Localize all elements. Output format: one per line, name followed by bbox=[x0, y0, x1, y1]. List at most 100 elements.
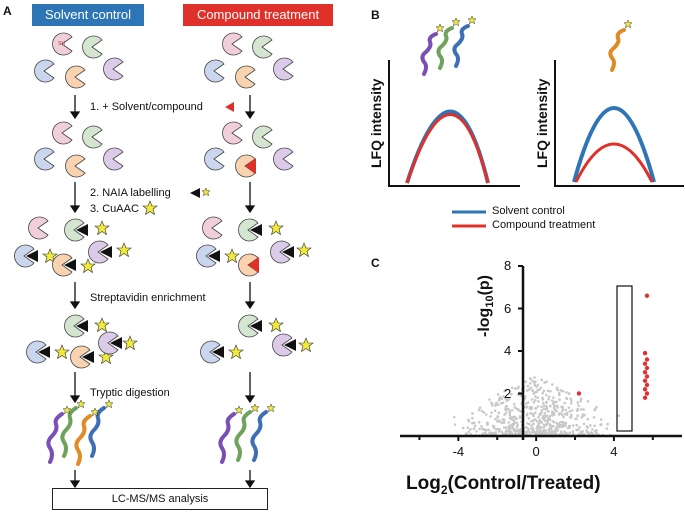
background-point bbox=[482, 428, 486, 432]
background-point bbox=[549, 424, 553, 428]
background-point bbox=[532, 430, 536, 433]
background-point bbox=[586, 417, 590, 421]
background-point bbox=[577, 404, 580, 407]
background-point bbox=[527, 430, 531, 434]
background-point bbox=[528, 377, 532, 380]
background-point bbox=[482, 411, 486, 414]
background-point bbox=[536, 429, 539, 433]
volcano-xlabel: Log2(Control/Treated) bbox=[406, 473, 601, 497]
background-point bbox=[558, 412, 561, 416]
background-point bbox=[540, 405, 543, 409]
background-point bbox=[516, 387, 520, 390]
significant-point bbox=[644, 293, 650, 298]
background-point bbox=[494, 427, 498, 431]
background-point bbox=[585, 425, 589, 428]
background-point bbox=[542, 414, 545, 418]
background-point bbox=[571, 432, 575, 435]
protein-pacman-group-3 bbox=[34, 121, 124, 178]
background-point bbox=[542, 423, 546, 426]
background-point bbox=[527, 427, 530, 431]
background-point bbox=[490, 411, 493, 414]
background-point bbox=[524, 380, 527, 384]
background-point bbox=[510, 386, 514, 390]
background-point bbox=[531, 388, 534, 392]
background-point bbox=[564, 431, 567, 435]
background-point bbox=[550, 383, 554, 386]
significant-point bbox=[644, 382, 650, 388]
y-tick-label: 8 bbox=[504, 258, 512, 273]
solvent-control-header: Solvent control bbox=[32, 4, 144, 26]
background-point bbox=[542, 407, 546, 410]
background-point bbox=[557, 393, 561, 397]
background-point bbox=[477, 408, 481, 412]
background-point bbox=[533, 398, 537, 402]
background-point bbox=[480, 409, 484, 413]
step-solvent-compound: 1. + Solvent/compound bbox=[90, 101, 203, 113]
background-point bbox=[541, 396, 544, 400]
background-point bbox=[576, 414, 579, 418]
significant-point bbox=[642, 387, 648, 392]
background-point bbox=[578, 425, 581, 429]
background-point bbox=[494, 403, 498, 406]
x-tick-label: 0 bbox=[532, 444, 540, 459]
background-point bbox=[542, 418, 546, 421]
background-point bbox=[586, 400, 590, 403]
panel-c-letter: C bbox=[371, 256, 380, 270]
panel-b-letter: B bbox=[371, 8, 380, 22]
naia-probe-icon bbox=[190, 188, 200, 198]
background-point bbox=[502, 432, 505, 436]
compound-treatment-header: Compound treatment bbox=[183, 4, 333, 26]
background-point bbox=[539, 425, 542, 429]
background-point bbox=[591, 428, 594, 431]
background-point bbox=[513, 405, 517, 409]
step-cuaac: 3. CuAAC bbox=[90, 203, 139, 215]
background-point bbox=[472, 427, 476, 431]
background-point bbox=[552, 405, 556, 409]
background-point bbox=[547, 428, 550, 431]
background-point bbox=[496, 414, 500, 418]
background-point bbox=[561, 421, 565, 424]
background-point bbox=[535, 420, 539, 423]
background-point bbox=[599, 418, 603, 421]
background-point bbox=[504, 426, 508, 429]
background-point bbox=[507, 425, 511, 429]
background-point bbox=[496, 393, 500, 396]
background-point bbox=[571, 430, 575, 433]
background-point bbox=[546, 389, 550, 393]
background-point bbox=[556, 388, 559, 392]
background-point bbox=[504, 405, 508, 408]
background-point bbox=[575, 428, 579, 432]
background-point bbox=[515, 407, 519, 411]
background-point bbox=[528, 382, 532, 385]
background-point bbox=[559, 389, 563, 392]
significant-point bbox=[642, 395, 648, 400]
background-point bbox=[590, 431, 594, 435]
significant-point bbox=[642, 350, 648, 356]
background-point bbox=[534, 380, 537, 383]
background-point bbox=[461, 426, 465, 430]
background-point bbox=[545, 393, 548, 397]
background-point bbox=[595, 431, 598, 435]
background-point bbox=[565, 391, 568, 394]
background-point bbox=[503, 418, 506, 422]
background-point bbox=[503, 413, 506, 416]
background-point bbox=[475, 430, 478, 433]
background-point bbox=[563, 412, 567, 416]
background-point bbox=[512, 418, 516, 422]
background-point bbox=[508, 409, 511, 413]
background-point bbox=[564, 421, 568, 425]
background-point bbox=[500, 401, 503, 405]
step-streptavidin-enrichment: Streptavidin enrichment bbox=[90, 292, 206, 304]
background-point bbox=[523, 405, 527, 409]
background-point bbox=[544, 423, 548, 427]
significant-point bbox=[644, 374, 650, 379]
background-point bbox=[541, 432, 545, 436]
background-point bbox=[550, 431, 554, 435]
background-point bbox=[576, 401, 580, 404]
background-point bbox=[510, 408, 514, 412]
background-point bbox=[542, 404, 546, 407]
background-point bbox=[533, 391, 537, 394]
background-point bbox=[542, 389, 546, 393]
